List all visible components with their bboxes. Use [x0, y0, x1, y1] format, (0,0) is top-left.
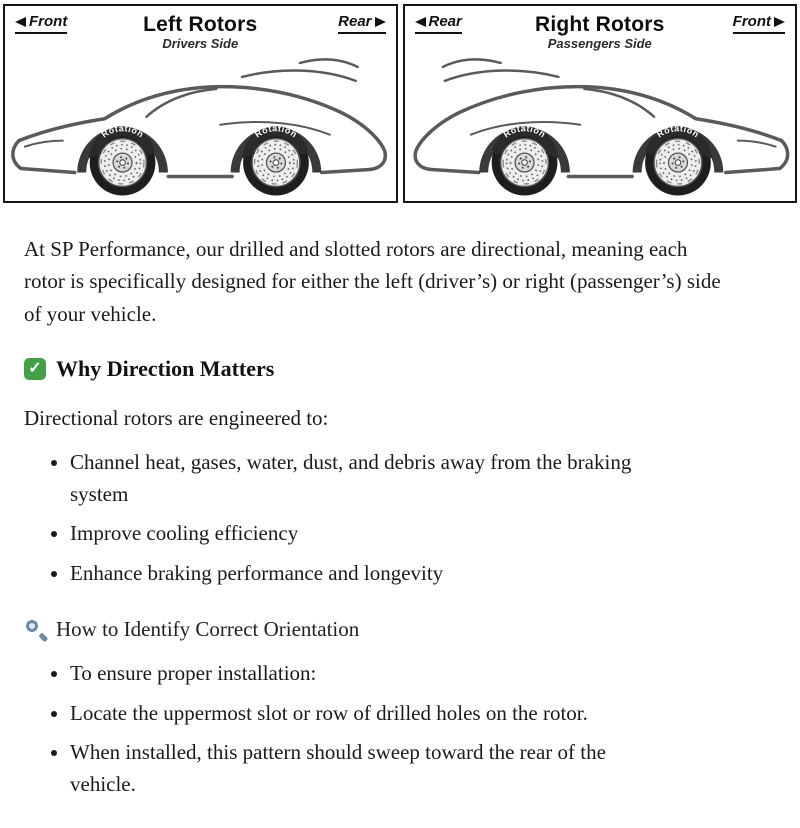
panel-title: Right Rotors: [534, 13, 665, 36]
orientation-list: To ensure proper installation: Locate th…: [24, 658, 776, 800]
panel-subtitle: Passengers Side: [547, 36, 652, 52]
section-heading-identify-orientation: How to Identify Correct Orientation: [24, 617, 776, 642]
right-car-illustration: [405, 51, 796, 200]
list-item: Channel heat, gases, water, dust, and de…: [70, 447, 670, 510]
left-arrow-icon: [414, 16, 426, 27]
right-rotors-panel: Rear Right Rotors Passengers Side Front: [402, 4, 797, 203]
right-arrow-icon: [374, 16, 386, 27]
heading-text: Why Direction Matters: [56, 356, 275, 382]
left-car-illustration: [5, 51, 396, 200]
heading-text: How to Identify Correct Orientation: [56, 617, 360, 642]
panel-title-block: Right Rotors Passengers Side: [510, 13, 691, 51]
list-item: Enhance braking performance and longevit…: [70, 558, 670, 590]
front-direction-arrow: Front: [732, 13, 785, 34]
panel-title: Left Rotors: [143, 13, 258, 36]
car-silhouette: [415, 60, 787, 196]
section-heading-why-direction-matters: ✓ Why Direction Matters: [24, 356, 776, 382]
magnifier-handle: [38, 632, 49, 642]
panel-subtitle: Drivers Side: [162, 36, 239, 52]
right-panel-header: Rear Right Rotors Passengers Side Front: [405, 6, 796, 51]
direction-label: Front: [732, 13, 771, 30]
rear-direction-arrow: Rear: [414, 13, 462, 34]
front-direction-arrow: Front: [15, 13, 68, 34]
left-rotors-panel: Front Left Rotors Drivers Side Rear: [3, 4, 398, 203]
rear-direction-arrow: Rear: [338, 13, 386, 34]
magnifier-lens: [26, 619, 38, 632]
product-description: At SP Performance, our drilled and slott…: [0, 203, 800, 828]
magnifier-icon: [24, 618, 49, 642]
left-arrow-icon: [15, 16, 26, 27]
check-icon: ✓: [24, 358, 46, 381]
rotor-direction-diagram: Front Left Rotors Drivers Side Rear Rear: [3, 4, 797, 203]
panel-title-block: Left Rotors Drivers Side: [110, 13, 291, 51]
list-item: To ensure proper installation:: [70, 658, 670, 690]
direction-label: Rear: [338, 13, 372, 30]
benefits-list: Channel heat, gases, water, dust, and de…: [24, 447, 776, 589]
car-silhouette: [13, 60, 385, 196]
right-arrow-icon: [774, 16, 785, 27]
direction-label: Rear: [428, 13, 462, 30]
lead-text: Directional rotors are engineered to:: [24, 406, 329, 431]
list-item: When installed, this pattern should swee…: [70, 737, 670, 800]
list-item: Improve cooling efficiency: [70, 518, 670, 550]
left-panel-header: Front Left Rotors Drivers Side Rear: [5, 6, 396, 51]
list-item: Locate the uppermost slot or row of dril…: [70, 698, 670, 730]
direction-label: Front: [29, 13, 68, 30]
intro-paragraph: At SP Performance, our drilled and slott…: [24, 236, 721, 326]
